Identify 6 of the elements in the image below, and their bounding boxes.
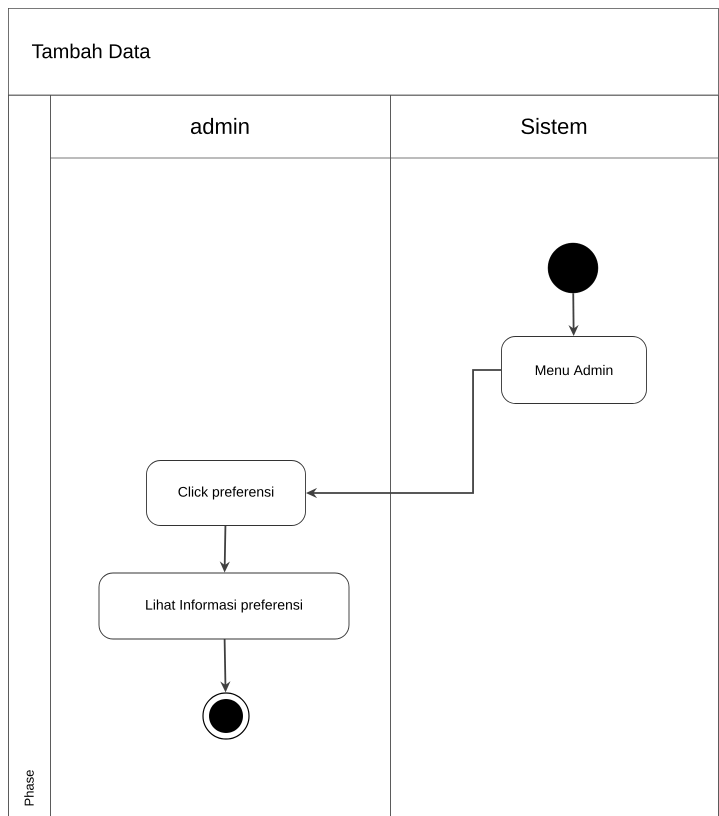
- phase-column: Phase: [8, 95, 51, 816]
- end-node: [202, 692, 250, 740]
- action-box: Lihat Informasi preferensi: [98, 572, 350, 640]
- action-box: Menu Admin: [501, 336, 647, 404]
- action-box: Click preferensi: [146, 460, 306, 526]
- start-node: [548, 242, 598, 294]
